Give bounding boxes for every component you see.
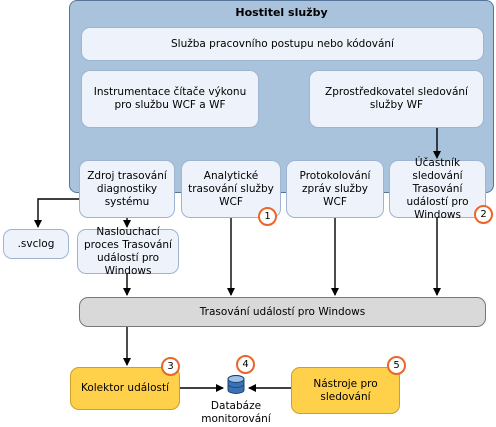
- database-icon: [227, 375, 245, 394]
- etw-tracking-participant-box: Účastník sledování Trasování událostí pr…: [389, 157, 486, 221]
- svclog-box: .svclog: [3, 229, 69, 259]
- monitoring-database-label: Databáze monitorování: [201, 400, 271, 425]
- badge-5: 5: [387, 356, 406, 375]
- service-host-title: Hostitel služby: [235, 6, 328, 19]
- etw-listener-box: Naslouchací proces Trasování událostí pr…: [77, 226, 179, 277]
- wf-tracking-provider-box: Zprostředkovatel sledování služby WF: [309, 70, 484, 128]
- perf-counter-instrumentation-box: Instrumentace čítače výkonu pro službu W…: [81, 70, 259, 128]
- workflow-service-box: Služba pracovního postupu nebo kódování: [81, 27, 484, 61]
- arrow-sysdiag-to-svclog: [34, 198, 79, 228]
- badge-3: 3: [161, 357, 180, 376]
- wcf-message-logging-box: Protokolování zpráv služby WCF: [286, 160, 384, 218]
- monitoring-tools-box: Nástroje pro sledování: [291, 367, 400, 414]
- badge-1: 1: [258, 207, 277, 226]
- event-collector-box: Kolektor událostí: [70, 367, 180, 410]
- badge-2: 2: [474, 205, 493, 224]
- etw-bus: Trasování událostí pro Windows: [79, 297, 486, 327]
- badge-4: 4: [236, 355, 255, 374]
- system-diagnostics-source-box: Zdroj trasování diagnostiky systému: [79, 160, 175, 218]
